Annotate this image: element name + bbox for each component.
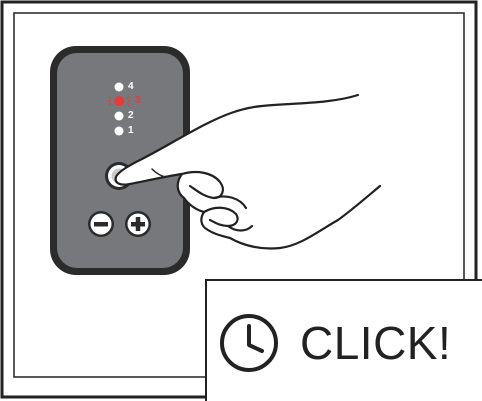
- level-1-label: 1: [128, 126, 134, 136]
- level-2-dot: [115, 112, 124, 121]
- level-1-dot: [115, 127, 124, 136]
- clock-icon: [218, 312, 280, 374]
- minus-button[interactable]: [88, 211, 114, 237]
- level-2-label: 2: [128, 111, 134, 121]
- level-3-dot: [114, 96, 124, 106]
- level-3-label: 3: [135, 96, 141, 106]
- plus-button[interactable]: [125, 211, 151, 237]
- click-label: CLICK!: [300, 318, 451, 368]
- level-4-dot: [115, 83, 124, 92]
- level-4-label: 4: [128, 82, 134, 92]
- minus-icon: [94, 222, 108, 227]
